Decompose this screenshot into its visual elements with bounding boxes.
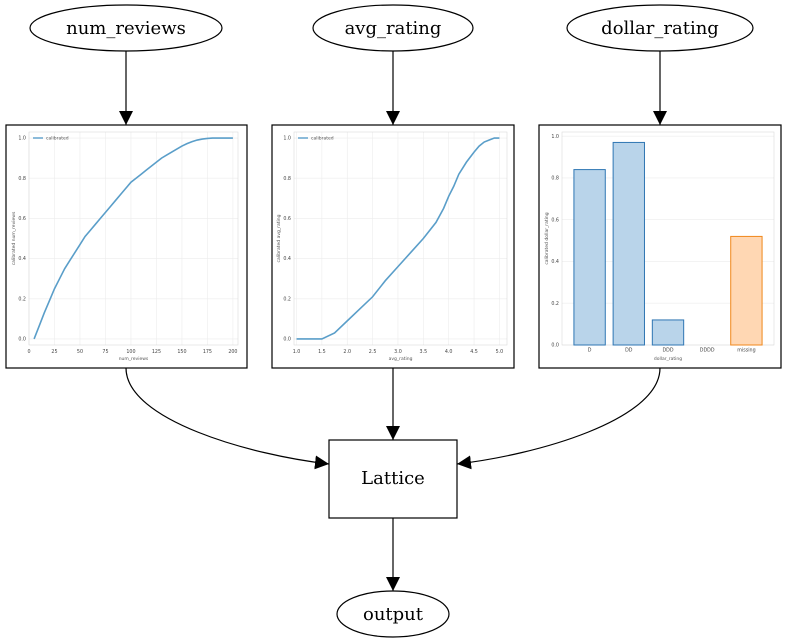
node-num-reviews: num_reviews [29, 4, 223, 52]
y-tick-label: 1.0 [18, 136, 26, 142]
y-tick-label: 0.4 [283, 256, 291, 262]
x-tick-label: DDDD [700, 348, 715, 354]
y-tick-label: 0.6 [551, 217, 559, 223]
x-tick-label: 200 [228, 349, 237, 355]
calibration-chart-dollar-rating: 0.0 0.2 0.4 0.6 0.8 1.0 calibrated dollar_rati… [544, 131, 775, 362]
y-tick-label: 0.8 [283, 176, 291, 182]
edge-num-reviews-lattice [125, 367, 330, 470]
edge-dollar-rating-lattice [456, 367, 661, 470]
calibrator-box-num-reviews [5, 124, 248, 369]
x-axis-label: avg_rating [389, 356, 413, 362]
calibration-chart-num-reviews: 0.0 0.2 0.4 0.6 0.8 1.0 calibrated num_reviews… [11, 131, 239, 362]
calibration-line-series [33, 137, 233, 340]
x-tick-label: 3.0 [394, 349, 402, 355]
bar-ddd [651, 319, 685, 346]
y-tick-label: 0.4 [18, 256, 26, 262]
x-tick-label: 2.5 [369, 349, 377, 355]
x-tick-label: 2.0 [343, 349, 351, 355]
y-tick-label: 0.8 [18, 176, 26, 182]
x-axis-label: num_reviews [119, 356, 149, 362]
x-axis-label: dollar_rating [654, 356, 682, 362]
x-tick-label: 0 [27, 349, 30, 355]
x-tick-label: 50 [77, 349, 83, 355]
y-tick-label: 0.0 [551, 343, 559, 349]
plot-frame [28, 131, 239, 346]
x-tick-label: 5.0 [496, 349, 504, 355]
y-tick-label: 1.0 [551, 134, 559, 140]
x-tick-label: 4.0 [445, 349, 453, 355]
bar-missing [730, 235, 763, 346]
x-tick-label: 4.5 [470, 349, 478, 355]
bar-dd [612, 141, 645, 346]
x-tick-label: 175 [203, 349, 212, 355]
x-tick-label: 125 [152, 349, 161, 355]
y-axis-label: calibrated avg_rating [276, 214, 282, 262]
x-tick-label: 75 [102, 349, 108, 355]
y-tick-label: 1.0 [283, 136, 291, 142]
x-tick-label: missing [737, 348, 755, 354]
node-lattice-label: Lattice [361, 468, 425, 489]
plot-frame [293, 131, 508, 346]
y-tick-label: 0.0 [18, 337, 26, 343]
node-dollar-rating: dollar_rating [566, 4, 754, 52]
node-avg-rating: avg_rating [312, 4, 474, 52]
x-tick-label: 25 [51, 349, 57, 355]
y-tick-label: 0.6 [18, 216, 26, 222]
node-lattice: Lattice [328, 439, 458, 519]
y-tick-label: 0.8 [551, 176, 559, 182]
x-tick-label: D [588, 348, 592, 354]
calibration-chart-avg-rating: 0.0 0.2 0.4 0.6 0.8 1.0 calibrated avg_ratinga… [276, 131, 508, 362]
node-avg-rating-label: avg_rating [345, 18, 442, 39]
node-num-reviews-label: num_reviews [66, 18, 186, 39]
y-axis-label: calibrated num_reviews [11, 211, 17, 265]
node-output: output [336, 590, 450, 638]
x-tick-label: 1.5 [318, 349, 326, 355]
x-tick-label: 150 [177, 349, 186, 355]
calibration-line-series [296, 137, 500, 340]
y-tick-label: 0.2 [283, 296, 291, 302]
bar-d [573, 169, 606, 346]
x-tick-label: 3.5 [420, 349, 428, 355]
y-axis-label: calibrated dollar_rating [544, 212, 550, 264]
y-tick-label: 0.4 [551, 259, 559, 265]
y-tick-label: 0.6 [283, 216, 291, 222]
x-tick-label: 100 [126, 349, 135, 355]
y-tick-label: 0.2 [551, 301, 559, 307]
node-output-label: output [363, 604, 424, 625]
node-dollar-rating-label: dollar_rating [601, 18, 719, 39]
x-tick-label: DDD [662, 348, 673, 354]
y-tick-label: 0.0 [283, 337, 291, 343]
x-tick-label: 1.0 [293, 349, 301, 355]
calibrator-box-avg-rating [271, 124, 515, 369]
legend-label: calibrated [46, 136, 69, 142]
x-tick-label: DD [625, 348, 633, 354]
legend-label: calibrated [311, 136, 334, 142]
y-tick-label: 0.2 [18, 296, 26, 302]
